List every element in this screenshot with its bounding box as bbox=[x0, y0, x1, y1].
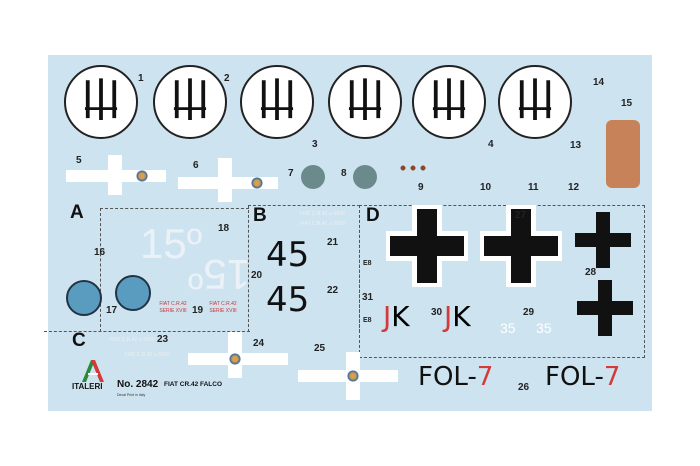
section-letter-c: C bbox=[72, 330, 86, 351]
decal-number: 30 bbox=[431, 307, 443, 318]
decal-number: 17 bbox=[106, 305, 118, 316]
code-15-inverted: 15º bbox=[188, 251, 251, 298]
wing-cross-5-vertical bbox=[108, 155, 122, 195]
section-a-border bbox=[100, 208, 249, 332]
fasces-roundel-5 bbox=[412, 65, 486, 139]
code-dash: - bbox=[467, 362, 477, 392]
code-fol: FOL bbox=[545, 362, 595, 392]
section-a-bottom bbox=[44, 331, 250, 332]
stencil-mm: FIAT C.R.42 ∞ 0000 bbox=[300, 221, 345, 227]
stencil-fiat: FIAT C.R.42 SERIE XVIII bbox=[159, 301, 187, 314]
cockade-icon bbox=[251, 177, 263, 189]
cockade-icon bbox=[229, 353, 241, 365]
decal-number: 9 bbox=[418, 182, 424, 193]
decal-number: 21 bbox=[327, 237, 339, 248]
decal-number: 28 bbox=[585, 267, 597, 278]
number-35: 35 bbox=[536, 320, 552, 336]
section-d-border bbox=[359, 205, 645, 358]
fasces-roundel-1 bbox=[64, 65, 138, 139]
product-name: FIAT CR.42 FALCO bbox=[164, 381, 223, 388]
decal-number: 22 bbox=[327, 285, 339, 296]
black-cross bbox=[577, 280, 633, 336]
code-k: K bbox=[391, 300, 410, 333]
number-45: 45 bbox=[266, 280, 310, 320]
cockade-icon bbox=[136, 170, 148, 182]
code-jk: JK bbox=[383, 300, 410, 333]
stencil-mm: FIAT C.R.42 ∞ 0000 bbox=[125, 352, 170, 358]
fasces-roundel-4 bbox=[328, 65, 402, 139]
italeri-logo bbox=[78, 360, 108, 382]
decal-number: 7 bbox=[288, 168, 294, 179]
seat-harness bbox=[606, 120, 640, 188]
decal-number: 18 bbox=[218, 223, 230, 234]
code-15: 15º bbox=[140, 220, 203, 267]
brand-name: ITALERI bbox=[72, 382, 103, 391]
squadron-badge bbox=[115, 275, 151, 311]
decal-number: 20 bbox=[251, 270, 263, 281]
number-45: 45 bbox=[266, 235, 310, 275]
black-cross bbox=[575, 212, 631, 268]
decal-number: 6 bbox=[193, 160, 199, 171]
decal-sheet: 1 2 3 4 14 15 13 5 6 7 8 9 10 11 12 A 16… bbox=[44, 55, 652, 411]
section-letter-a: A bbox=[70, 202, 84, 223]
stencil-mm: FIAT C.R.42 ∞ 0000 bbox=[300, 211, 345, 217]
code-fol: FOL bbox=[418, 362, 468, 392]
code-jk: JK bbox=[444, 300, 471, 333]
decal-number: 31 bbox=[362, 292, 374, 303]
balkenkreuz bbox=[386, 205, 468, 287]
decal-number: 12 bbox=[568, 182, 580, 193]
balkenkreuz bbox=[480, 205, 562, 287]
decal-number: 3 bbox=[312, 139, 318, 150]
decal-number: 23 bbox=[157, 334, 169, 345]
code-j: J bbox=[383, 300, 392, 333]
code-7: 7 bbox=[476, 362, 494, 392]
fasces-roundel-6 bbox=[498, 65, 572, 139]
code-7: 7 bbox=[603, 362, 621, 392]
emblem-8 bbox=[353, 165, 377, 189]
stencil-fiat: FIAT C.R.42 SERIE XVIII bbox=[209, 301, 237, 314]
decal-number: 11 bbox=[528, 182, 539, 193]
decal-number: 10 bbox=[480, 182, 492, 193]
code-fol-7: FOL-7 bbox=[418, 362, 493, 392]
decal-number: 13 bbox=[570, 140, 582, 151]
squadron-badge bbox=[66, 280, 102, 316]
decal-number: 1 bbox=[138, 73, 144, 84]
decal-number: 8 bbox=[341, 168, 347, 179]
code-dash: - bbox=[594, 362, 604, 392]
fasces-roundel-3 bbox=[240, 65, 314, 139]
number-35: 35 bbox=[500, 320, 516, 336]
decal-number: 14 bbox=[593, 77, 605, 88]
cockade-icon bbox=[347, 370, 359, 382]
decal-number: 24 bbox=[253, 338, 265, 349]
product-number: No. 2842 bbox=[117, 379, 159, 390]
section-letter-d: D bbox=[366, 205, 380, 226]
small-print: Decal Print in Italy bbox=[117, 393, 146, 397]
small-decals-9 bbox=[398, 165, 428, 171]
fasces-roundel-2 bbox=[153, 65, 227, 139]
stencil-mm: FIAT C.R.42 ∞ 0000 bbox=[110, 337, 155, 343]
decal-number: 26 bbox=[518, 382, 530, 393]
decal-number: 4 bbox=[488, 139, 494, 150]
decal-number: 29 bbox=[523, 307, 535, 318]
section-letter-b: B bbox=[253, 205, 267, 226]
e8-marking: E8 bbox=[363, 260, 372, 267]
decal-number: 16 bbox=[94, 247, 106, 258]
decal-number: 5 bbox=[76, 155, 82, 166]
decal-number: 27 bbox=[515, 210, 527, 221]
code-j: J bbox=[444, 300, 453, 333]
decal-number: 19 bbox=[192, 305, 204, 316]
e8-marking: E8 bbox=[363, 317, 372, 324]
wing-cross-6-vertical bbox=[218, 158, 232, 202]
code-k: K bbox=[452, 300, 471, 333]
decal-number: 15 bbox=[621, 98, 633, 109]
decal-number: 2 bbox=[224, 73, 230, 84]
decal-number: 25 bbox=[314, 343, 326, 354]
emblem-7 bbox=[301, 165, 325, 189]
code-fol-7: FOL-7 bbox=[545, 362, 620, 392]
